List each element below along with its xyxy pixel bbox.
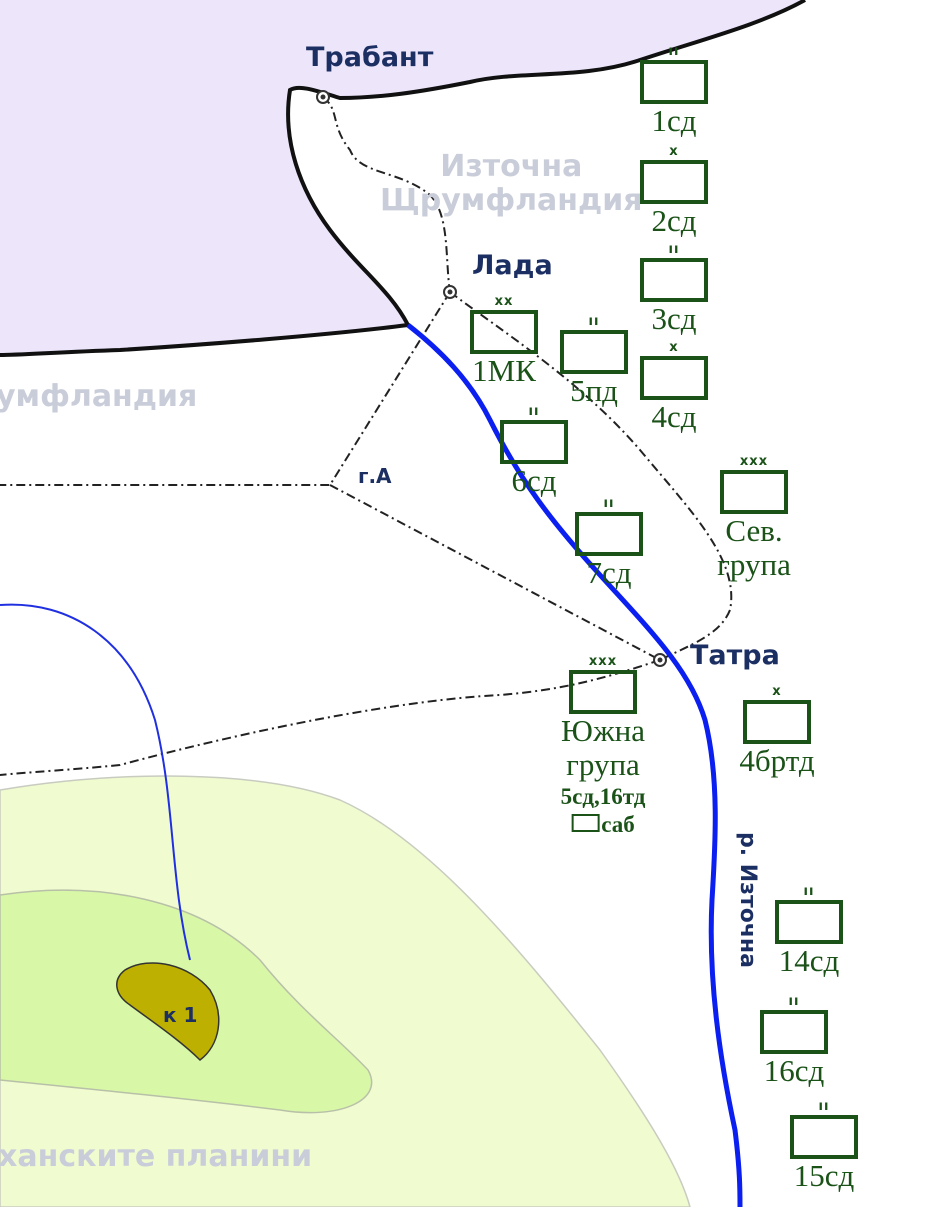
- unit-label: 4бртд: [739, 743, 815, 778]
- unit-label: Южна група 5сд,16тд саб: [560, 713, 646, 838]
- unit-label: 4сд: [651, 399, 697, 434]
- unit-symbol-icon: [790, 1115, 858, 1159]
- region-west-label: умфландия: [0, 379, 198, 414]
- unit-symbol-icon: [500, 420, 568, 464]
- coastline: [0, 0, 806, 357]
- lowland-area: [0, 775, 691, 1207]
- echelon-icon: xxx: [739, 454, 769, 469]
- unit-symbol-icon: [760, 1010, 828, 1054]
- unit-symbol-icon: [640, 356, 708, 400]
- place-ga: г.А: [358, 464, 392, 488]
- unit-label: 14сд: [778, 943, 840, 978]
- unit-symbol-icon: [640, 60, 708, 104]
- unit-label: 2сд: [651, 203, 697, 238]
- unit-symbol-icon: [575, 512, 643, 556]
- unit-label: 1сд: [651, 103, 697, 138]
- unit-label: Сев. група: [717, 513, 791, 582]
- unit-label: 3сд: [651, 301, 697, 336]
- river-label: р. Източна: [735, 832, 760, 968]
- peak-k1: [116, 962, 220, 1061]
- stream: [0, 603, 191, 961]
- unit-label: 5пд: [570, 373, 618, 408]
- unit-symbol-icon: [569, 670, 637, 714]
- unit-symbol-icon: [640, 258, 708, 302]
- echelon-icon: x: [772, 684, 782, 699]
- unit-symbol-icon: [470, 310, 538, 354]
- peak-k1-label: к 1: [163, 1003, 198, 1027]
- unit-label: 7сд: [586, 555, 632, 590]
- echelon-icon: ıı: [818, 1099, 830, 1114]
- echelon-icon: ıı: [588, 314, 600, 329]
- borders: [0, 96, 733, 776]
- unit-symbol-icon: [560, 330, 628, 374]
- sea-area: [0, 0, 805, 355]
- echelon-icon: ıı: [803, 884, 815, 899]
- unit-label: 6сд: [511, 463, 557, 498]
- unit-symbol-icon: [720, 470, 788, 514]
- echelon-icon: ıı: [603, 496, 615, 511]
- unit-symbol-icon: [775, 900, 843, 944]
- city-tatra: Татра: [690, 640, 780, 671]
- river-iztochna: [406, 323, 743, 1207]
- echelon-icon: ıı: [668, 44, 680, 59]
- unit-label: 16сд: [763, 1053, 825, 1088]
- echelon-icon: ıı: [528, 404, 540, 419]
- city-trabant: Трабант: [306, 42, 434, 73]
- echelon-icon: ıı: [788, 994, 800, 1009]
- echelon-icon: x: [669, 144, 679, 159]
- echelon-icon: x: [669, 340, 679, 355]
- echelon-icon: xx: [494, 294, 514, 309]
- unit-label: 15сд: [793, 1158, 855, 1193]
- artillery-box-icon: [571, 814, 600, 832]
- city-lada: Лада: [472, 250, 553, 281]
- echelon-icon: ıı: [668, 242, 680, 257]
- unit-symbol-icon: [743, 700, 811, 744]
- unit-label: 1МК: [472, 353, 536, 388]
- unit-symbol-icon: [640, 160, 708, 204]
- region-mountains-label: ханските планини: [0, 1139, 313, 1174]
- echelon-icon: xxx: [588, 654, 618, 669]
